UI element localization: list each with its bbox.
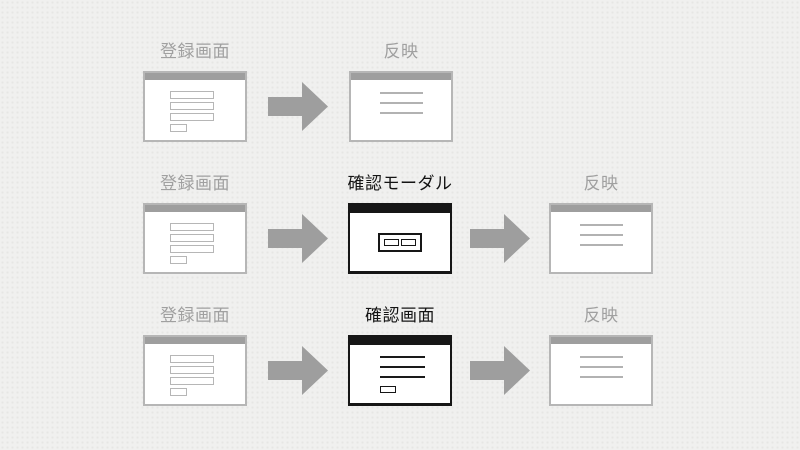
window-titlebar <box>145 73 245 80</box>
form-field <box>170 91 214 99</box>
text-lines-mock <box>551 344 651 404</box>
modal-dialog-mock <box>350 213 450 271</box>
right-arrow-icon <box>268 82 328 131</box>
reflected-screen-window: 反映 <box>349 42 453 142</box>
window-frame <box>143 71 247 142</box>
form-fields-mock <box>145 344 245 404</box>
confirm-content-mock <box>350 345 450 403</box>
form-field <box>170 113 214 121</box>
window-label: 登録画面 <box>160 306 230 326</box>
modal-dialog <box>378 232 422 252</box>
form-field <box>170 223 214 231</box>
form-field <box>170 377 214 385</box>
text-line <box>380 376 425 378</box>
window-label: 確認モーダル <box>347 174 453 194</box>
confirmation-modal-window: 確認モーダル <box>348 174 452 274</box>
window-frame <box>549 335 653 406</box>
text-line <box>579 356 623 358</box>
form-fields-mock <box>145 212 245 272</box>
window-titlebar <box>145 337 245 344</box>
window-frame <box>348 335 452 406</box>
form-fields-mock <box>145 80 245 140</box>
form-field <box>170 366 214 374</box>
window-frame <box>348 203 452 274</box>
window-titlebar <box>351 73 451 80</box>
window-titlebar <box>350 337 450 345</box>
text-line <box>379 102 423 104</box>
form-field <box>170 234 214 242</box>
registration-screen-window: 登録画面 <box>143 174 247 274</box>
window-label: 反映 <box>583 306 619 326</box>
text-line <box>379 92 423 94</box>
text-line <box>579 366 623 368</box>
window-frame <box>143 203 247 274</box>
confirmation-screen-window: 確認画面 <box>348 306 452 406</box>
text-line <box>579 244 623 246</box>
text-line <box>379 112 423 114</box>
text-line <box>579 224 623 226</box>
window-titlebar <box>551 337 651 344</box>
window-label: 反映 <box>383 42 419 62</box>
window-label: 登録画面 <box>160 174 230 194</box>
window-titlebar <box>145 205 245 212</box>
text-line <box>579 234 623 236</box>
window-titlebar <box>350 205 450 213</box>
text-line <box>380 356 425 358</box>
window-label: 確認画面 <box>365 306 435 326</box>
registration-screen-window: 登録画面 <box>143 42 247 142</box>
form-field-short <box>170 256 187 264</box>
window-frame <box>143 335 247 406</box>
form-field <box>170 245 214 253</box>
window-frame <box>349 71 453 142</box>
right-arrow-icon <box>470 346 530 395</box>
right-arrow-icon <box>470 214 530 263</box>
text-line <box>380 366 425 368</box>
confirm-button <box>380 386 396 393</box>
form-field-short <box>170 388 187 396</box>
form-field-short <box>170 124 187 132</box>
form-field <box>170 102 214 110</box>
modal-button <box>401 238 416 246</box>
text-lines-mock <box>351 80 451 140</box>
reflected-screen-window: 反映 <box>549 306 653 406</box>
window-titlebar <box>551 205 651 212</box>
form-field <box>170 355 214 363</box>
text-line <box>579 376 623 378</box>
window-label: 登録画面 <box>160 42 230 62</box>
reflected-screen-window: 反映 <box>549 174 653 274</box>
window-label: 反映 <box>583 174 619 194</box>
right-arrow-icon <box>268 346 328 395</box>
registration-screen-window: 登録画面 <box>143 306 247 406</box>
text-lines-mock <box>551 212 651 272</box>
modal-button <box>384 238 399 246</box>
window-frame <box>549 203 653 274</box>
right-arrow-icon <box>268 214 328 263</box>
